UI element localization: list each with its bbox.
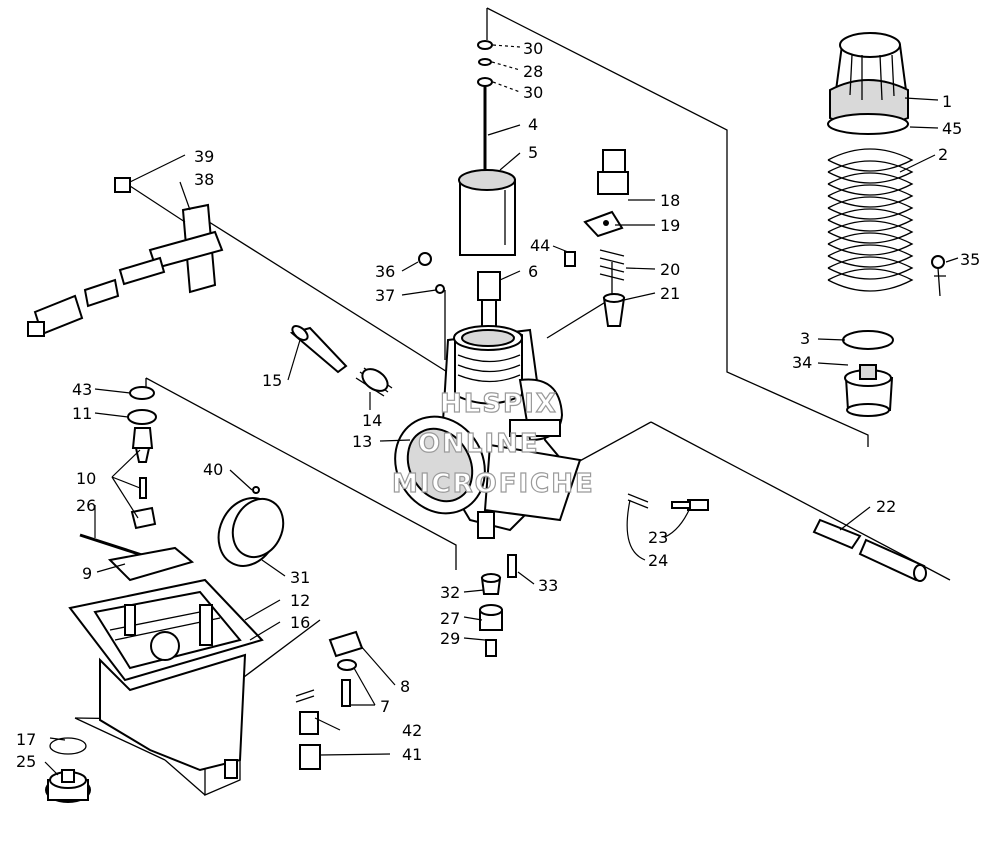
watermark-line-3: MICROFICHE xyxy=(392,469,595,499)
callout-36: 36 xyxy=(375,262,395,281)
callout-5: 5 xyxy=(528,143,538,162)
callout-43: 43 xyxy=(72,380,92,399)
callout-14: 14 xyxy=(362,411,382,430)
callout-27: 27 xyxy=(440,609,460,628)
callout-25: 25 xyxy=(16,752,36,771)
float-needle-part xyxy=(79,386,195,582)
callout-labels: 1 45 2 35 3 34 30 28 30 4 5 6 18 19 20 2… xyxy=(16,39,980,771)
callout-40: 40 xyxy=(203,460,223,479)
washer-and-holder-part xyxy=(842,255,946,417)
throttle-sensor-part xyxy=(27,177,224,337)
callout-42: 42 xyxy=(402,721,422,740)
callout-9: 9 xyxy=(82,564,92,583)
jet-assembly-part xyxy=(583,149,629,327)
callout-21: 21 xyxy=(660,284,680,303)
callout-29: 29 xyxy=(440,629,460,648)
callout-45: 45 xyxy=(942,119,962,138)
callout-1: 1 xyxy=(942,92,952,111)
leader-lines xyxy=(44,44,959,776)
callout-23: 23 xyxy=(648,528,668,547)
float-bowl-part xyxy=(68,578,264,779)
callout-3: 3 xyxy=(800,329,810,348)
callout-32: 32 xyxy=(440,583,460,602)
callout-7: 7 xyxy=(380,697,390,716)
callout-18: 18 xyxy=(660,191,680,210)
spring-part xyxy=(827,148,914,292)
callout-34: 34 xyxy=(792,353,812,372)
assembly-frame-lines xyxy=(74,7,951,796)
needle-part xyxy=(477,40,493,180)
callout-30-lower: 30 xyxy=(523,83,543,102)
callout-12: 12 xyxy=(290,591,310,610)
callout-37: 37 xyxy=(375,286,395,305)
drain-plug-part xyxy=(45,737,91,803)
callout-38: 38 xyxy=(194,170,214,189)
callout-22: 22 xyxy=(876,497,896,516)
top-cap-part xyxy=(827,32,909,135)
callout-39: 39 xyxy=(194,147,214,166)
callout-2: 2 xyxy=(938,145,948,164)
vent-hose-part xyxy=(812,518,927,582)
callout-28: 28 xyxy=(523,62,543,81)
watermark: HLSPIX ONLINE MICROFICHE xyxy=(391,388,595,499)
callout-16: 16 xyxy=(290,613,310,632)
idle-screw-part xyxy=(627,493,709,511)
float-part xyxy=(217,486,285,567)
slide-part xyxy=(458,169,516,256)
watermark-line-2: ONLINE xyxy=(418,429,540,459)
callout-41: 41 xyxy=(402,745,422,764)
watermark-line-1: HLSPIX xyxy=(440,389,558,419)
callout-4: 4 xyxy=(528,115,538,134)
callout-35: 35 xyxy=(960,250,980,269)
callout-26: 26 xyxy=(76,496,96,515)
callout-13: 13 xyxy=(352,432,372,451)
callout-20: 20 xyxy=(660,260,680,279)
main-jet-part xyxy=(479,554,517,657)
callout-30-top: 30 xyxy=(523,39,543,58)
callout-24: 24 xyxy=(648,551,668,570)
callout-15: 15 xyxy=(262,371,282,390)
small-fasteners-part xyxy=(418,251,576,294)
callout-31: 31 xyxy=(290,568,310,587)
callout-33: 33 xyxy=(538,576,558,595)
callout-19: 19 xyxy=(660,216,680,235)
carburetor-body-part xyxy=(394,325,582,539)
callout-10: 10 xyxy=(76,469,96,488)
callout-44: 44 xyxy=(530,236,550,255)
air-screw-part xyxy=(289,325,393,397)
callout-6: 6 xyxy=(528,262,538,281)
callout-8: 8 xyxy=(400,677,410,696)
callout-11: 11 xyxy=(72,404,92,423)
callout-17: 17 xyxy=(16,730,36,749)
bracket-part xyxy=(295,630,364,770)
